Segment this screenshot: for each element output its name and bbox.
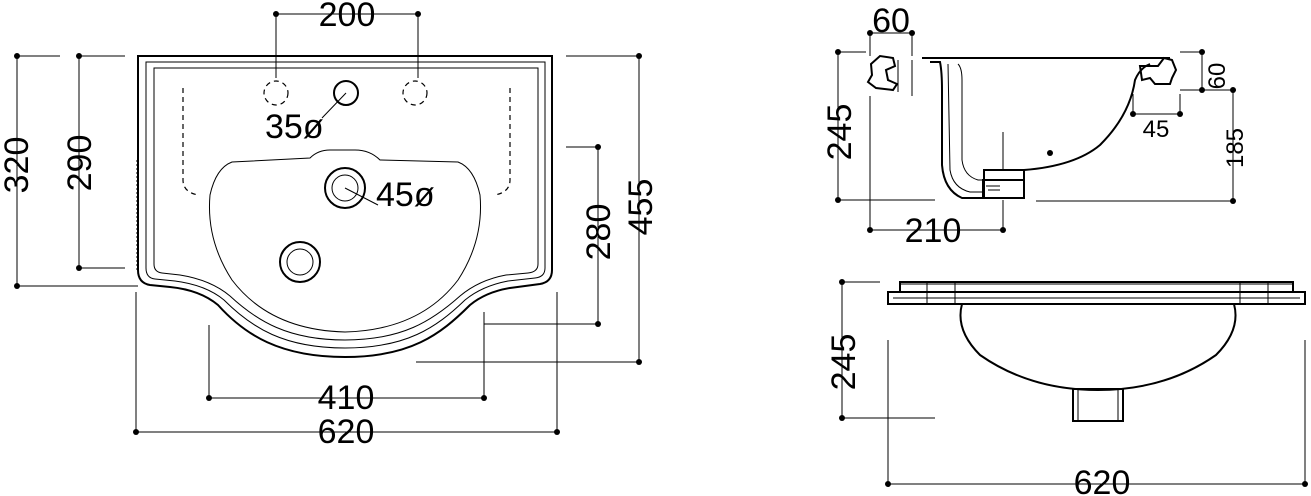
dim-bowl-width: 410 (318, 379, 375, 417)
side-waste (983, 169, 1025, 199)
dim-depth-455: 455 (622, 179, 660, 236)
dim-waste-offset: 45 (1143, 116, 1170, 143)
overflow-left (182, 88, 199, 196)
plan-view (136, 55, 553, 359)
basin-rim-line (153, 67, 539, 341)
waste-hole-inner (331, 174, 359, 202)
side-dimensions: 60 245 60 45 185 210 (821, 2, 1249, 250)
side-view (866, 54, 1178, 199)
dim-tap-diameter: 35ø (265, 108, 324, 146)
plan-dimensions: 200 35ø 45ø 320 290 280 455 (0, 0, 660, 451)
front-bowl (959, 303, 1237, 392)
basin-bowl (209, 149, 481, 333)
side-bowl (930, 61, 1151, 199)
dim-front-height: 245 (825, 334, 863, 391)
overflow-hole-outer (279, 241, 321, 283)
dim-tap-spacing: 200 (319, 0, 376, 34)
waste-hole-outer (324, 167, 366, 209)
basin-inner-outline (145, 61, 546, 349)
overflow-right (494, 88, 511, 196)
dim-overall-width: 620 (318, 413, 375, 451)
dim-height-320: 320 (0, 137, 36, 194)
dim-rim-offset: 60 (872, 2, 910, 40)
dim-bowl-depth: 185 (1222, 128, 1249, 168)
tap-hole-center (333, 80, 359, 106)
dim-waste-from-back: 210 (905, 212, 962, 250)
tap-hole-left (263, 80, 289, 106)
side-bowl-inner (957, 63, 984, 181)
front-view (887, 281, 1306, 422)
dim-height-290: 290 (61, 135, 99, 192)
front-dimensions: 245 620 (825, 279, 1308, 496)
front-waste (1072, 388, 1124, 422)
tap-hole-right (402, 80, 428, 106)
dim-side-height: 245 (821, 104, 859, 161)
dim-height-280: 280 (580, 204, 618, 261)
side-rim-left (866, 54, 899, 92)
dim-waste-diameter: 45ø (376, 176, 435, 214)
side-rim-right (1138, 56, 1178, 85)
dim-rim-height: 60 (1204, 63, 1231, 90)
dim-front-width: 620 (1074, 464, 1131, 496)
overflow-hole-inner (286, 248, 314, 276)
basin-outer-outline (137, 55, 553, 359)
